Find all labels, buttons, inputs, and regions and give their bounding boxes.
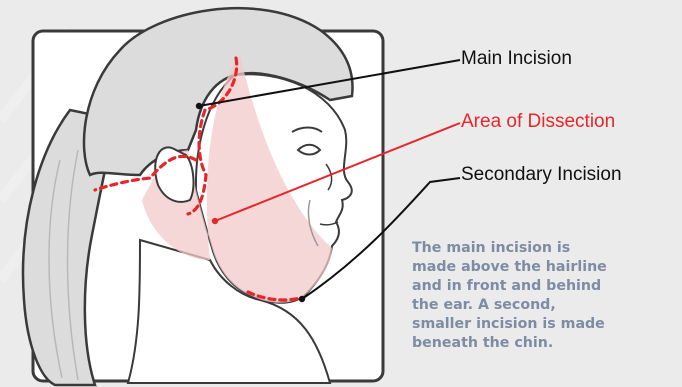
caption-text: The main incision is made above the hair… xyxy=(412,239,680,353)
eye xyxy=(298,145,320,155)
area-of-dissection-label: Area of Dissection xyxy=(461,111,615,133)
dissection-dot xyxy=(212,218,218,224)
main-incision-dot xyxy=(196,103,202,109)
main-incision-label: Main Incision xyxy=(461,48,572,70)
secondary-incision-dot xyxy=(299,296,305,302)
secondary-incision-label: Secondary Incision xyxy=(461,164,622,186)
